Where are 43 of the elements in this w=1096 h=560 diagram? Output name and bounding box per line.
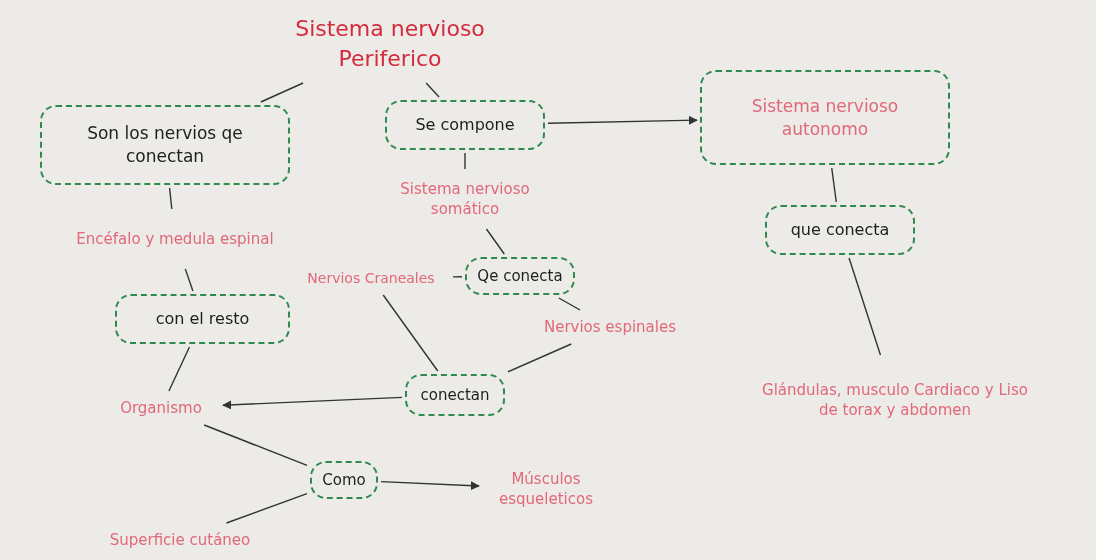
connector-line: [507, 343, 572, 373]
concept-box: [765, 205, 915, 255]
concept-label: Superficie cutáneo: [109, 529, 251, 551]
concept-box: [310, 461, 378, 499]
connector-line: [225, 492, 308, 524]
connector-line: [168, 346, 191, 392]
concept-box: [385, 100, 545, 150]
concept-label: Sistema nervioso somático: [399, 178, 531, 220]
arrow: [222, 396, 403, 410]
concept-text: Como: [322, 469, 366, 491]
concept-text: conectan: [420, 384, 490, 406]
connector-line: [425, 82, 440, 98]
connector-line: [168, 187, 173, 210]
concept-box: [465, 257, 575, 295]
connector-line: [485, 228, 505, 255]
connector-line: [452, 276, 463, 278]
concept-box: [40, 105, 290, 185]
concept-text: Son los nervios qe conectan: [86, 122, 244, 168]
concept-text: Se compone: [415, 114, 515, 136]
concept-label: Glándulas, musculo Cardiaco y Liso de torax y abdomen: [761, 379, 1029, 421]
concept-label: Nervios Craneales: [307, 268, 435, 288]
concept-box: [115, 294, 290, 344]
connector-line: [848, 257, 882, 356]
concept-text: Qe conecta: [477, 265, 563, 287]
connector-line: [184, 268, 194, 292]
concept-text: que conecta: [790, 219, 890, 241]
concept-text: Sistema nervioso autonomo: [750, 94, 900, 141]
map-title: Sistema nervioso Periferico: [294, 15, 486, 73]
concept-label: Organismo: [120, 397, 202, 419]
concept-label: Nervios espinales: [543, 316, 677, 338]
connector-line: [203, 424, 308, 467]
concept-label: Músculos esqueleticos: [498, 468, 594, 510]
connector-line: [831, 167, 837, 203]
concept-label: Encéfalo y medula espinal: [76, 228, 274, 250]
arrow: [380, 480, 480, 491]
concept-box: [405, 374, 505, 416]
connector-line: [464, 152, 466, 170]
connector-line: [382, 294, 439, 372]
concept-text: con el resto: [155, 308, 250, 330]
arrow: [547, 115, 698, 125]
connector-line: [558, 297, 581, 311]
concept-box: [700, 70, 950, 165]
connector-line: [260, 82, 304, 103]
